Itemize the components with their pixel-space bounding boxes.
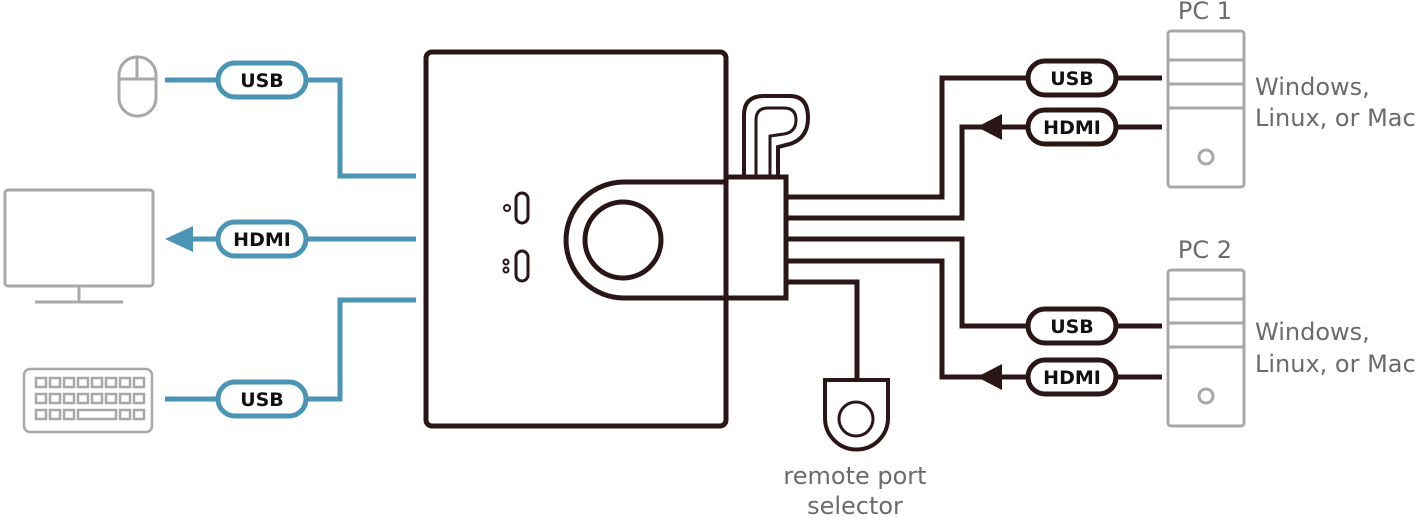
- port-2-indicator: [502, 249, 530, 283]
- pc2-usb-connector: USB: [1025, 306, 1119, 346]
- hdmi-connector-monitor: HDMI: [215, 219, 309, 259]
- pc1-title: PC 1: [1178, 0, 1232, 25]
- pc2-tower-icon: [1166, 268, 1246, 428]
- pc1-os-line1: Windows,: [1255, 73, 1370, 101]
- port-1-indicator: [503, 191, 530, 225]
- usb-connector-keyboard: USB: [215, 379, 309, 419]
- monitor-arrow-icon: [165, 226, 193, 252]
- pc1-hdmi-arrow-icon: [977, 114, 1002, 140]
- mouse-icon: [117, 55, 158, 118]
- pc2-usb-label: USB: [1050, 316, 1094, 338]
- pc1-os-line2: Linux, or Mac: [1255, 104, 1416, 132]
- pc1-tower-icon: [1166, 29, 1246, 189]
- kvm-switch: [423, 49, 811, 429]
- monitor-icon: [3, 188, 155, 304]
- remote-cable: [788, 279, 860, 378]
- remote-button[interactable]: [837, 400, 875, 438]
- pc2-os-line1: Windows,: [1255, 318, 1370, 346]
- pc2-hdmi-connector: HDMI: [1025, 357, 1119, 397]
- pc2-os-line2: Linux, or Mac: [1255, 350, 1416, 378]
- usb-label-keyboard: USB: [240, 389, 284, 411]
- port-select-button[interactable]: [582, 199, 664, 281]
- pc2-title: PC 2: [1178, 236, 1232, 264]
- pc1-usb-connector: USB: [1025, 58, 1119, 98]
- pc1-hdmi-label: HDMI: [1043, 117, 1101, 139]
- remote-label-line2: selector: [807, 492, 903, 517]
- remote-label-line1: remote port: [783, 462, 926, 490]
- remote-port-selector: [823, 378, 890, 452]
- keyboard-icon: [22, 367, 154, 434]
- pc2-hdmi-label: HDMI: [1043, 367, 1101, 389]
- usb-connector-mouse: USB: [215, 60, 309, 100]
- usb-label-mouse: USB: [240, 70, 284, 92]
- cable-hook: [742, 94, 811, 177]
- port-block: [723, 174, 789, 301]
- hdmi-label-monitor: HDMI: [233, 229, 291, 251]
- pc2-hdmi-arrow-icon: [977, 364, 1002, 390]
- pc1-hdmi-connector: HDMI: [1025, 107, 1119, 147]
- pc1-usb-label: USB: [1050, 68, 1094, 90]
